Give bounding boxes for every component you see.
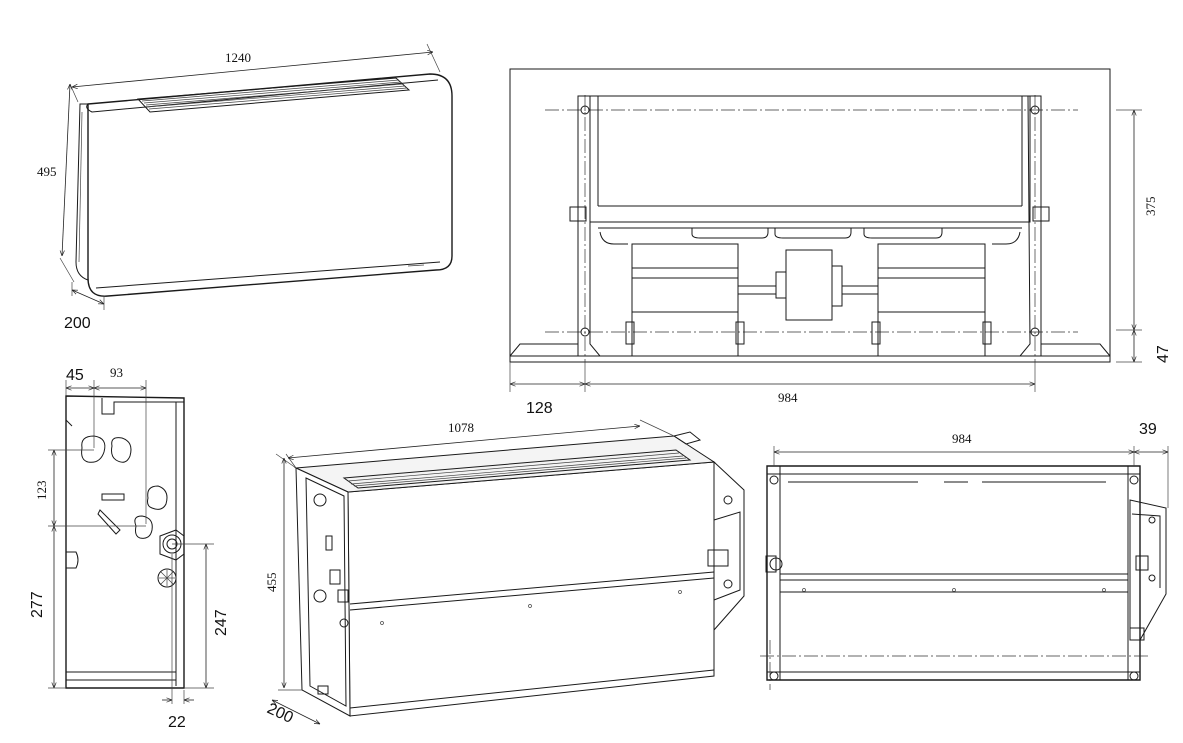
side-bottom-label: 22	[168, 714, 186, 731]
side-top-mid-label: 93	[110, 365, 123, 380]
side-left-lower-label: 277	[29, 591, 46, 618]
rear-view: 984 39	[760, 421, 1169, 690]
side-section-view: 45 93 123 277 247 22	[29, 365, 230, 731]
iso-concealed-width-label: 1078	[448, 420, 474, 435]
iso-concealed-depth-label: 200	[264, 700, 295, 727]
side-left-upper-label: 123	[34, 481, 49, 501]
iso-concealed-height-label: 455	[264, 573, 279, 593]
front-bottom-left-label: 128	[526, 400, 553, 417]
iso-cased-depth-label: 200	[64, 315, 91, 332]
side-right-label: 247	[213, 609, 230, 636]
front-internal-view: 375 47 128 984	[509, 68, 1172, 417]
front-right-lower-label: 47	[1155, 345, 1172, 363]
side-top-left-label: 45	[66, 367, 84, 384]
iso-cased-unit-view: 1240 495 200	[37, 43, 453, 332]
iso-cased-height-label: 495	[37, 164, 57, 179]
rear-top-span-label: 984	[952, 431, 972, 446]
front-bottom-span-label: 984	[778, 390, 798, 405]
iso-cased-width-label: 1240	[225, 50, 251, 65]
iso-concealed-unit-view: 1078 455 200	[264, 419, 745, 727]
rear-top-right-label: 39	[1139, 421, 1157, 438]
front-right-upper-label: 375	[1143, 197, 1158, 217]
